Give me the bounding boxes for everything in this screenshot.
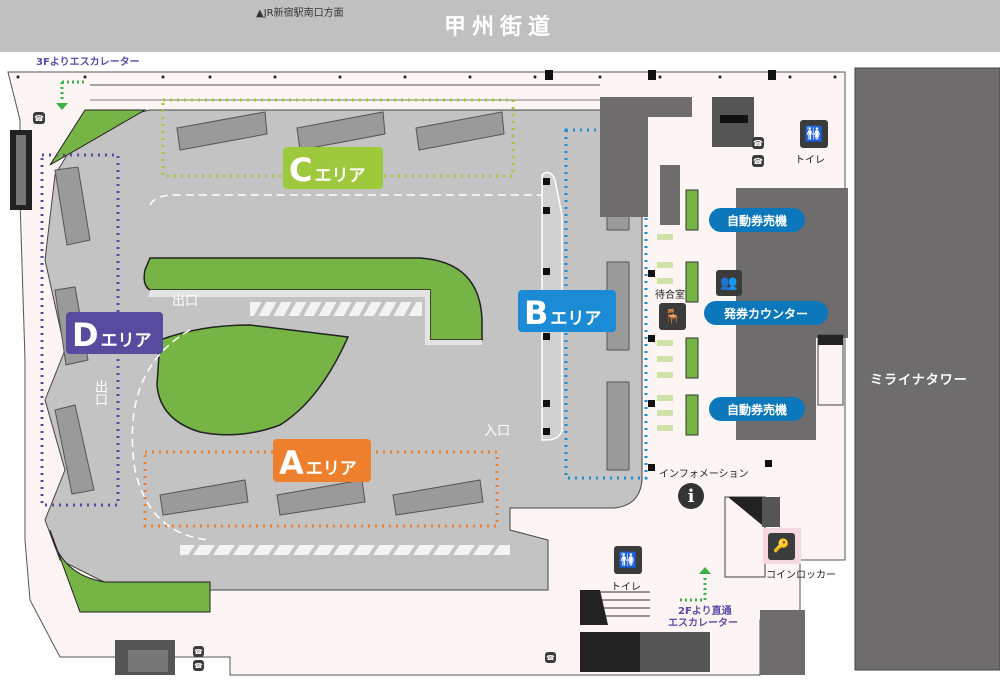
area-c-letter: C <box>289 151 313 189</box>
area-c-badge[interactable]: C エリア <box>283 147 383 189</box>
green-planting-sw <box>49 529 211 613</box>
green-planting-nw <box>49 109 147 166</box>
area-b-suffix: エリア <box>550 309 602 329</box>
green-island-lower <box>156 324 350 436</box>
phone-icon-4: ☎ <box>193 646 204 657</box>
jr-direction-label: ▲JR新宿駅南口方面 <box>256 8 344 19</box>
toilet-label-upper: トイレ <box>795 155 825 166</box>
area-d-letter: D <box>72 316 99 354</box>
phone-icon-1: ☎ <box>752 137 764 149</box>
toilet-icon-lower[interactable]: 🚻 <box>614 546 642 574</box>
ticket-machine-label-2[interactable]: 自動券売機 <box>709 397 805 421</box>
area-a-suffix: エリア <box>305 459 357 479</box>
road-marking-entrance: 入口 <box>484 424 511 439</box>
information-label: インフォメーション <box>659 469 749 480</box>
information-icon[interactable]: i <box>678 483 704 509</box>
waiting-room-label: 待合室 <box>655 290 685 301</box>
phone-icon-3: ☎ <box>33 112 45 124</box>
area-b-boundary <box>564 128 648 480</box>
area-c-boundary <box>161 98 515 178</box>
phone-icon-2: ☎ <box>752 155 764 167</box>
ticket-counter-icon: 👥 <box>716 270 742 296</box>
area-d-badge[interactable]: D エリア <box>66 312 163 354</box>
road-marking-exit-2: 出口 <box>92 380 107 406</box>
area-b-letter: B <box>524 294 549 332</box>
area-c-suffix: エリア <box>314 166 366 186</box>
area-a-letter: A <box>279 444 304 482</box>
toilet-icon-upper[interactable]: 🚻 <box>800 120 828 148</box>
phone-icon-5: ☎ <box>193 660 204 671</box>
toilet-label-lower: トイレ <box>611 582 641 593</box>
area-d-suffix: エリア <box>100 331 152 351</box>
area-a-badge[interactable]: A エリア <box>273 439 371 482</box>
area-d-boundary <box>40 153 120 507</box>
coin-locker-label: コインロッカー <box>766 570 836 581</box>
ticket-machine-label-1[interactable]: 自動券売機 <box>709 208 805 232</box>
road-name: 甲州街道 <box>443 15 556 40</box>
area-b-badge[interactable]: B エリア <box>518 290 616 332</box>
escalator-from-2f-line1: 2Fより直通 <box>678 606 732 617</box>
mirainatower-block <box>854 67 1000 671</box>
coin-locker-icon[interactable]: 🔑 <box>768 533 795 560</box>
mirainatower-label: ミライナタワー <box>870 373 968 388</box>
waiting-room-icon[interactable]: 🪑 <box>659 303 686 330</box>
phone-icon-6: ☎ <box>545 652 556 663</box>
green-island-upper <box>143 257 483 341</box>
ticket-counter-label[interactable]: 発券カウンター <box>704 301 828 325</box>
koshu-kaido-road-bar <box>0 0 1000 52</box>
escalator-from-2f-line2: エスカレーター <box>668 618 738 629</box>
road-marking-exit-1: 出口 <box>172 294 199 309</box>
escalator-from-3f-label: 3Fよりエスカレーター <box>36 57 140 68</box>
